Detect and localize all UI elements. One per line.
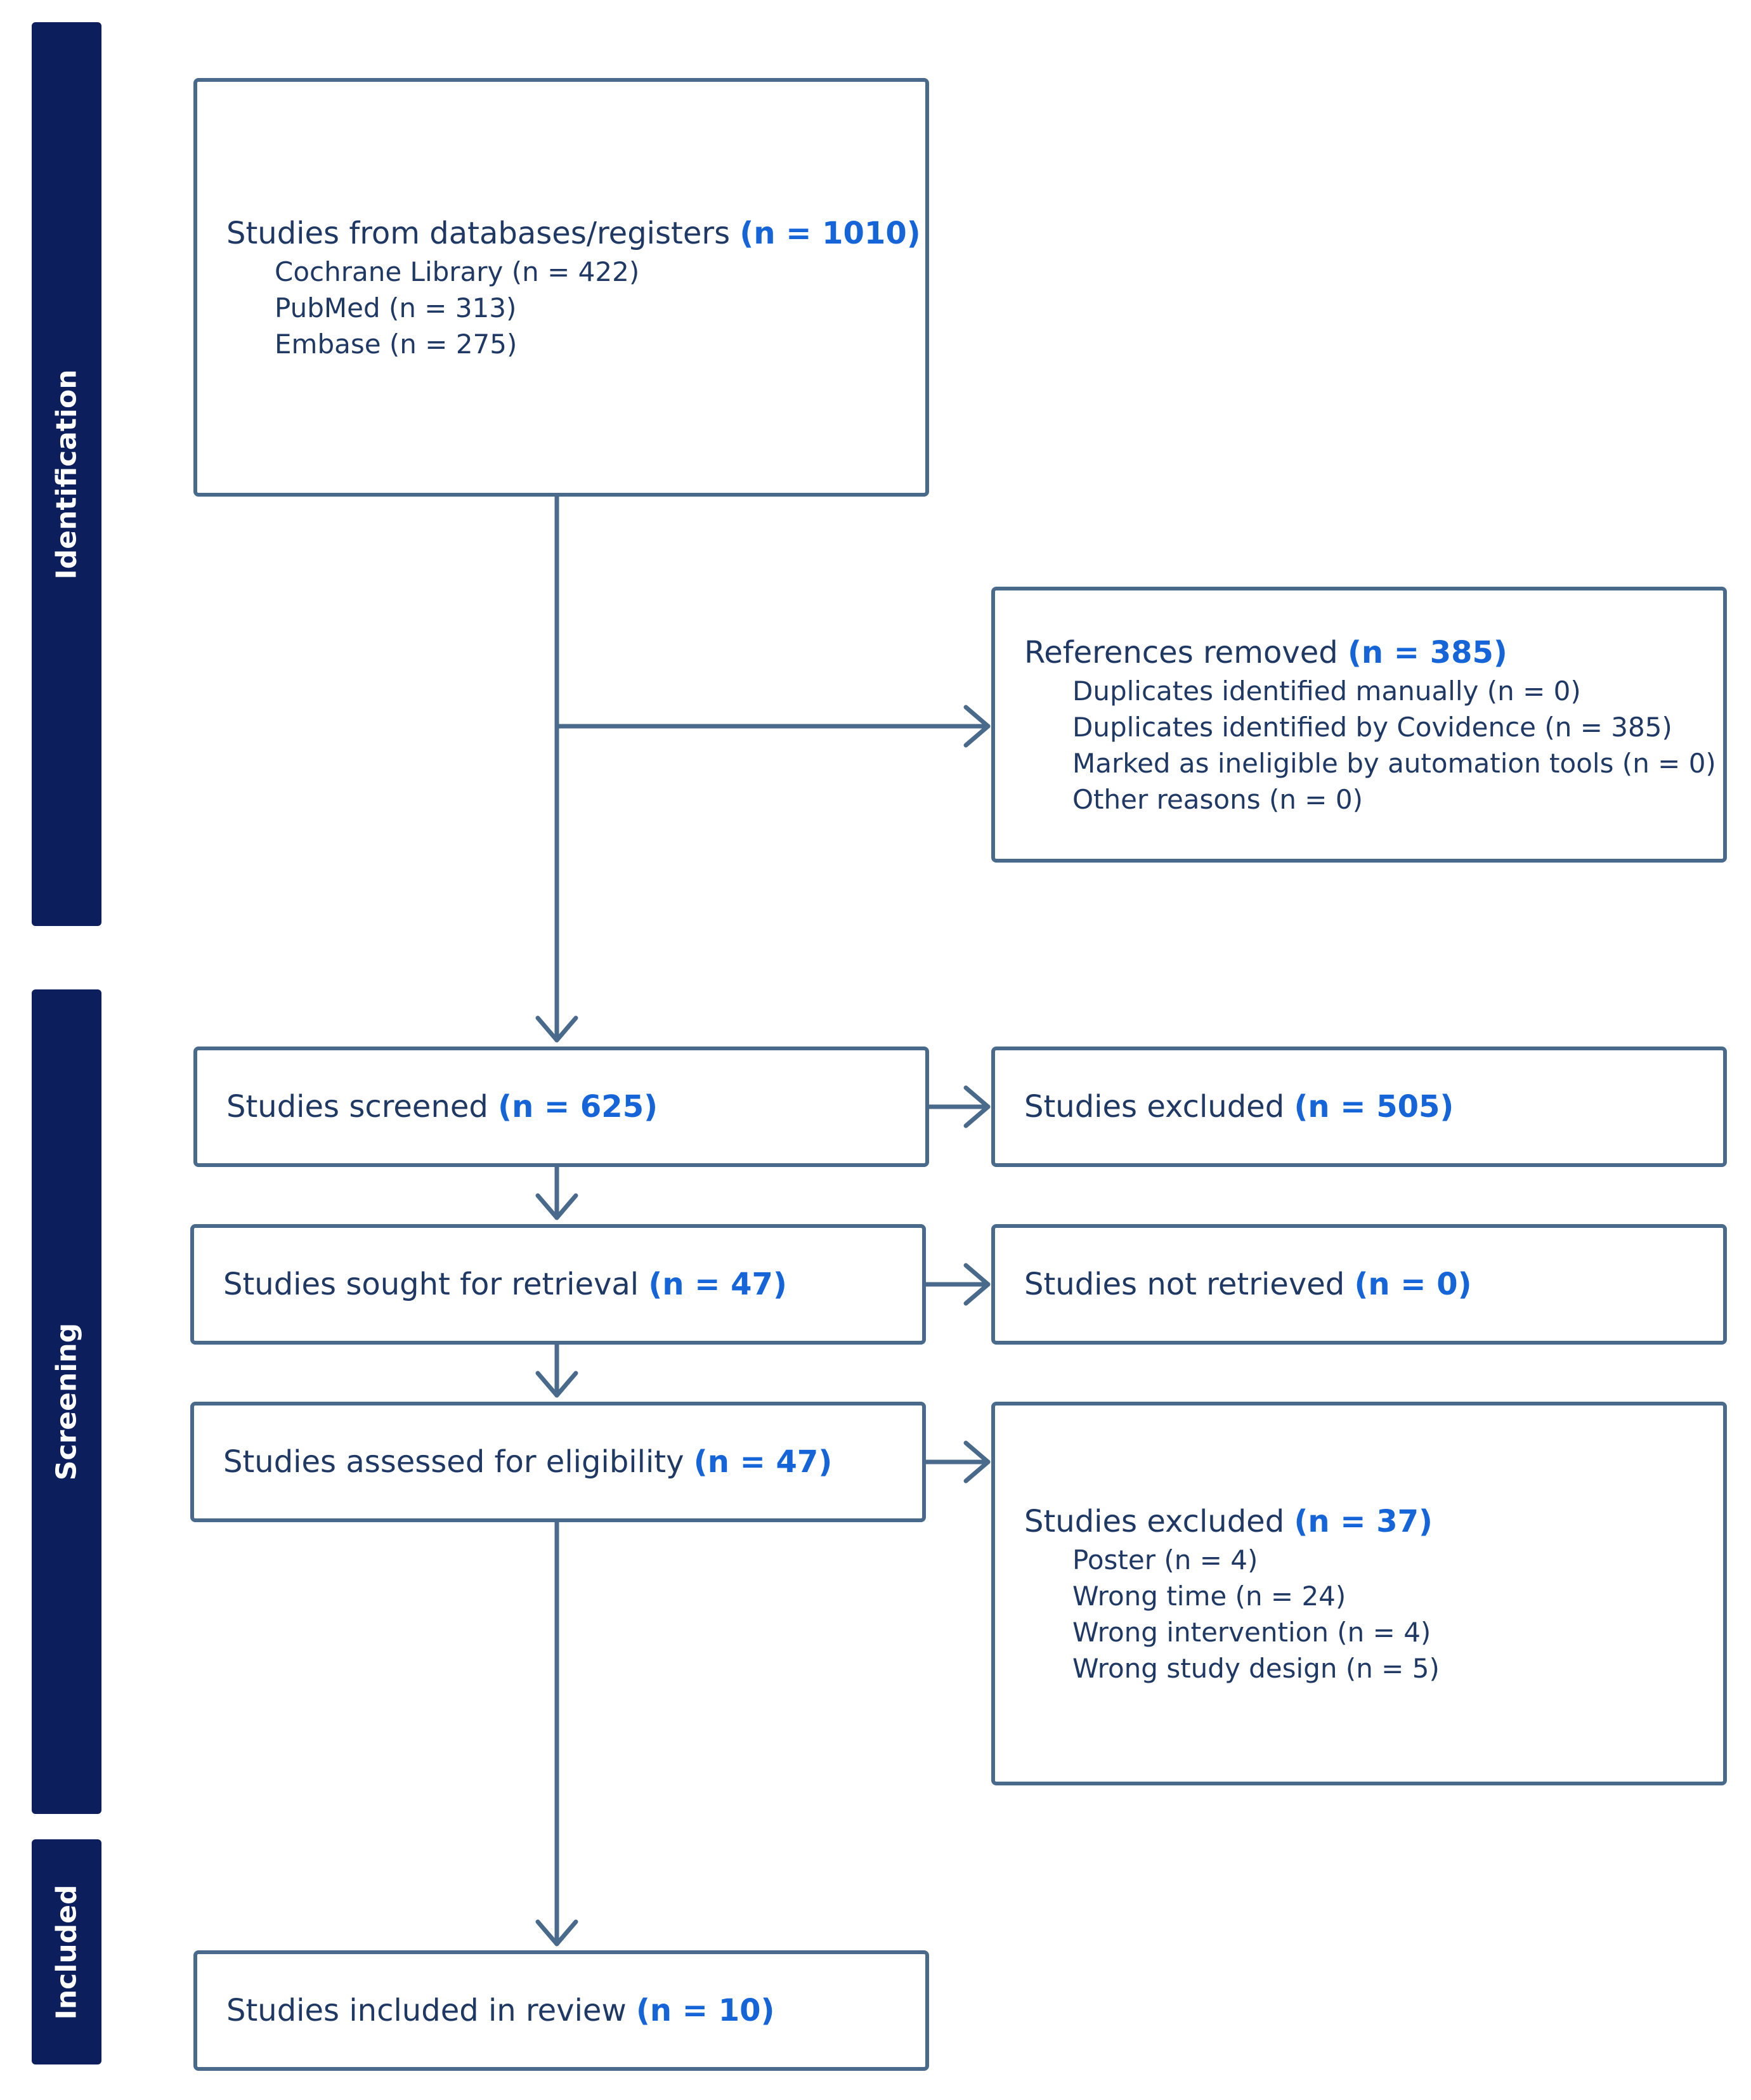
sought-count: (n = 47)	[648, 1267, 787, 1302]
not-retrieved-count: (n = 0)	[1354, 1267, 1472, 1302]
screened-count: (n = 625)	[498, 1089, 658, 1125]
box-excluded-eligibility: Studies excluded (n = 37) Poster (n = 4)…	[991, 1402, 1727, 1785]
databases-heading: Studies from databases/registers (n = 10…	[226, 213, 921, 254]
included-count: (n = 10)	[635, 1993, 775, 2028]
screened-heading: Studies screened (n = 625)	[226, 1086, 896, 1127]
included-heading: Studies included in review (n = 10)	[226, 1990, 896, 2031]
removed-item-manual: Duplicates identified manually (n = 0)	[1072, 675, 1581, 707]
databases-item-pubmed: PubMed (n = 313)	[275, 292, 517, 323]
removed-label: References removed	[1024, 634, 1338, 670]
phase-included: Included	[32, 1839, 101, 2064]
box-references-removed: References removed (n = 385) Duplicates …	[991, 587, 1727, 863]
phase-identification: Identification	[32, 22, 101, 926]
box-databases: Studies from databases/registers (n = 10…	[193, 78, 929, 497]
removed-item-covidence: Duplicates identified by Covidence (n = …	[1072, 711, 1672, 743]
databases-label: Studies from databases/registers	[226, 215, 731, 251]
not-retrieved-label: Studies not retrieved	[1024, 1267, 1345, 1302]
assessed-label: Studies assessed for eligibility	[223, 1444, 684, 1480]
box-sought: Studies sought for retrieval (n = 47)	[190, 1224, 926, 1345]
excluded-item-wrong-intervention: Wrong intervention (n = 4)	[1072, 1616, 1431, 1648]
phase-screening: Screening	[32, 989, 101, 1814]
box-screened: Studies screened (n = 625)	[193, 1047, 929, 1167]
databases-item-embase: Embase (n = 275)	[275, 328, 517, 360]
removed-count: (n = 385)	[1347, 634, 1507, 670]
box-included: Studies included in review (n = 10)	[193, 1950, 929, 2071]
removed-item-other: Other reasons (n = 0)	[1072, 783, 1363, 815]
excluded-screening-heading: Studies excluded (n = 505)	[1024, 1086, 1694, 1127]
removed-item-automation: Marked as ineligible by automation tools…	[1072, 747, 1716, 779]
assessed-count: (n = 47)	[693, 1444, 833, 1480]
included-label: Studies included in review	[226, 1993, 627, 2028]
not-retrieved-heading: Studies not retrieved (n = 0)	[1024, 1264, 1694, 1305]
excluded-item-wrong-time: Wrong time (n = 24)	[1072, 1580, 1346, 1612]
screened-label: Studies screened	[226, 1089, 488, 1125]
excluded-eligibility-heading: Studies excluded (n = 37)	[1024, 1501, 1694, 1542]
removed-heading: References removed (n = 385)	[1024, 632, 1694, 673]
excluded-screening-count: (n = 505)	[1294, 1089, 1454, 1125]
box-excluded-screening: Studies excluded (n = 505)	[991, 1047, 1727, 1167]
assessed-heading: Studies assessed for eligibility (n = 47…	[223, 1442, 893, 1482]
box-not-retrieved: Studies not retrieved (n = 0)	[991, 1224, 1727, 1345]
excluded-screening-label: Studies excluded	[1024, 1089, 1285, 1125]
sought-label: Studies sought for retrieval	[223, 1267, 639, 1302]
excluded-item-wrong-study-design: Wrong study design (n = 5)	[1072, 1652, 1440, 1684]
excluded-eligibility-label: Studies excluded	[1024, 1503, 1285, 1539]
databases-item-cochrane: Cochrane Library (n = 422)	[275, 256, 640, 287]
box-assessed: Studies assessed for eligibility (n = 47…	[190, 1402, 926, 1522]
databases-count: (n = 1010)	[739, 215, 921, 251]
sought-heading: Studies sought for retrieval (n = 47)	[223, 1264, 893, 1305]
excluded-eligibility-count: (n = 37)	[1294, 1503, 1433, 1539]
excluded-item-poster: Poster (n = 4)	[1072, 1544, 1258, 1575]
